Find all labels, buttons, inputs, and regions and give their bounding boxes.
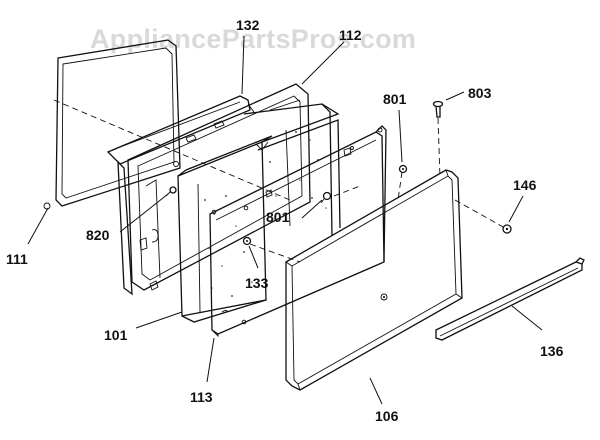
assembly-guidelines xyxy=(53,99,506,263)
screw-801-lower xyxy=(320,191,332,204)
callout-803: 803 xyxy=(468,85,492,101)
callout-106: 106 xyxy=(375,408,399,424)
callout-801-lower: 801 xyxy=(266,209,290,225)
callout-820: 820 xyxy=(86,227,110,243)
screw-146 xyxy=(502,224,512,234)
part-112-liner xyxy=(127,83,311,291)
part-132-inner-frame xyxy=(106,95,255,296)
callout-111: 111 xyxy=(6,251,28,267)
callout-132: 132 xyxy=(236,17,260,33)
screw-803 xyxy=(432,100,444,118)
part-113-inner-panel xyxy=(209,125,387,338)
part-101-insulation xyxy=(177,103,341,323)
watermark-text: AppliancePartsPros.com xyxy=(90,24,416,54)
part-106-outer-panel xyxy=(285,169,463,391)
callout-133: 133 xyxy=(245,275,269,291)
callout-801-upper: 801 xyxy=(383,91,407,107)
callout-101: 101 xyxy=(104,327,128,343)
callout-146: 146 xyxy=(513,177,537,193)
callout-112: 112 xyxy=(339,27,362,43)
part-136-trim-strip xyxy=(435,257,585,341)
leader-lines xyxy=(27,35,543,405)
callout-113: 113 xyxy=(190,389,213,405)
callout-labels: 111 132 112 801 803 146 820 801 133 101 … xyxy=(6,17,564,424)
screw-801-upper xyxy=(398,164,408,174)
screw-133 xyxy=(242,236,252,246)
callout-136: 136 xyxy=(540,343,564,359)
